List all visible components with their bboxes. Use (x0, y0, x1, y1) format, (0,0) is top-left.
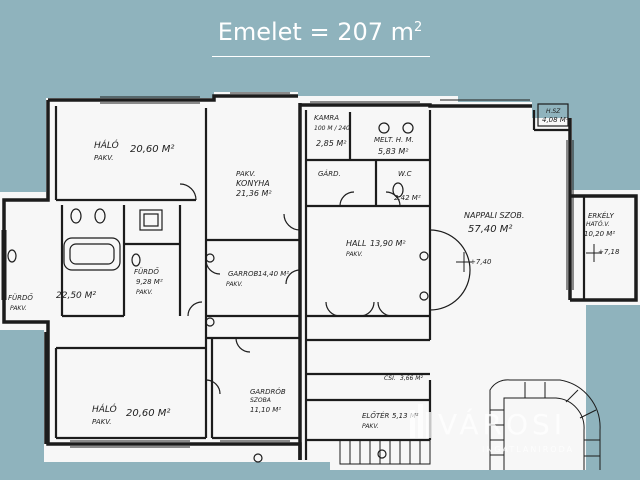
room-gardrob-bottom-sub: SZOBA (250, 397, 271, 404)
room-hall-name: HALL (346, 239, 366, 248)
room-garrob-mid-name: GARROB (228, 270, 258, 278)
room-erkely-area: 10,20 M² (584, 230, 615, 238)
room-furdo-small-name: FÜRDŐ (134, 267, 159, 276)
room-furdo-small-area: 9,28 M² (136, 278, 163, 286)
room-wc-name: W.C (398, 170, 412, 178)
room-gard-name: GÁRD. (318, 169, 341, 178)
room-csi-area: 3,66 M² (400, 375, 423, 382)
room-konyha-sub: PAKV. (236, 170, 255, 178)
room-furdo-left-sub: PAKV. (10, 305, 27, 312)
page-title: Emelet = 207 m2 (217, 18, 423, 46)
room-halo-top-sub: PAKV. (94, 154, 113, 162)
room-hsz-name: H.SZ (546, 108, 561, 115)
room-gardrob-bottom-area: 11,10 M² (250, 406, 281, 414)
room-kamra-name: KAMRA (314, 114, 339, 122)
agency-watermark: VÁROSI INGATLANIRODA (410, 404, 574, 454)
room-csi-name: CSI. (384, 375, 396, 382)
windows (1, 92, 574, 448)
room-halo-top-name: HÁLÓ (94, 139, 119, 151)
room-melt-area: 5,83 M² (378, 147, 409, 156)
room-hall-sub: PAKV. (346, 251, 363, 258)
room-furdo-left-name: FÜRDŐ (8, 293, 33, 302)
room-hsz-area: 4,08 M² (542, 116, 569, 124)
title-underline (212, 56, 430, 57)
room-garrob-mid-sub: PAKV. (226, 281, 243, 288)
room-gardrob-bottom-name: GARDRÓB (250, 387, 286, 396)
room-konyha-area: 21,36 M² (236, 189, 272, 198)
room-kamra-area: 2,85 M² (316, 139, 347, 148)
room-erkely-name: ERKÉLY (588, 211, 615, 220)
level-markers (456, 244, 602, 272)
room-halo-bottom-name: HÁLÓ (92, 403, 117, 415)
room-erkely-sub: HATÓ.V. (586, 221, 610, 228)
room-eloter-sub: PAKV. (362, 423, 379, 430)
room-melt-name: MELT. H. M. (374, 136, 414, 144)
watermark-logo-icon (410, 404, 431, 438)
room-kamra-dims: 100 M / 240 (314, 125, 350, 132)
room-halo-top-area: 20,60 M² (130, 144, 174, 155)
room-furdo-small-sub: PAKV. (136, 289, 153, 296)
room-nappali-name: NAPPALI SZOB. (464, 211, 524, 220)
room-labels: HÁLÓ PAKV. 20,60 M² KONYHA PAKV. 21,36 M… (8, 108, 620, 430)
watermark-sub: INGATLANIRODA (482, 445, 574, 454)
room-halo-bottom-area: 20,60 M² (126, 408, 170, 419)
door-swings (179, 183, 471, 395)
plan-paper (0, 92, 640, 470)
room-konyha-name: KONYHA (236, 179, 270, 188)
fixtures (7, 103, 569, 463)
room-eloter-area: 5,13 M² (392, 412, 419, 420)
room-furdo-left-area: 22,50 M² (56, 291, 96, 301)
room-wc-area: 2,42 M² (394, 194, 421, 202)
stairs (339, 379, 601, 470)
watermark-brand: VÁROSI (438, 407, 566, 441)
level-plus718: +7,18 (598, 248, 620, 256)
room-hall-area: 13,90 M² (370, 239, 406, 248)
room-halo-bottom-sub: PAKV. (92, 418, 111, 426)
room-nappali-area: 57,40 M² (468, 224, 512, 235)
room-garrob-mid-area: 14,40 M² (258, 270, 289, 278)
room-eloter-name: ELŐTÉR (362, 411, 390, 420)
level-plus740: +7,40 (470, 258, 492, 266)
outer-walls (2, 94, 638, 460)
interior-walls (54, 106, 586, 460)
